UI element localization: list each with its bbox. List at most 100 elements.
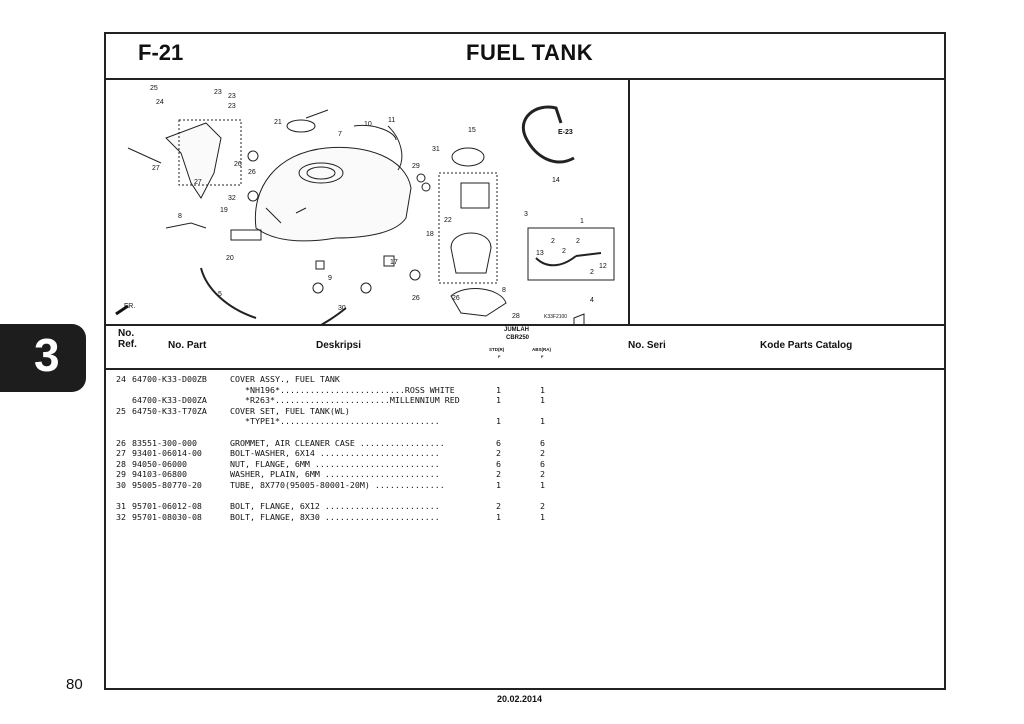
row-ref: 29: [116, 469, 126, 480]
print-date: 20.02.2014: [497, 694, 543, 704]
row-abs: 2: [540, 469, 545, 480]
row-ref: 24: [116, 374, 126, 384]
chapter-number: 3: [34, 329, 60, 381]
row-desc: BOLT-WASHER, 6X14 ......................…: [230, 448, 440, 459]
diagram-callout: 21: [274, 119, 282, 126]
row-ref: 28: [116, 458, 126, 469]
diagram-callout: 18: [426, 231, 434, 238]
row-desc: COVER SET, FUEL TANK(WL): [230, 405, 350, 416]
diagram-callout: 2: [590, 269, 594, 276]
diagram-callout: 15: [468, 127, 476, 134]
row-desc: COVER ASSY., FUEL TANK: [230, 374, 340, 384]
row-std: 1: [496, 384, 501, 395]
row-std: 1: [496, 416, 501, 427]
diagram-callout: 23: [214, 89, 222, 96]
row-std: 2: [496, 448, 501, 459]
diagram-callout: 8: [178, 213, 182, 220]
row-std: 1: [496, 480, 501, 490]
row-part: 64700-K33-D00ZB: [132, 374, 207, 384]
row-abs: 1: [540, 384, 545, 395]
diagram-callout: 12: [599, 263, 607, 270]
diagram-callout: 29: [412, 163, 420, 170]
row-ref: 26: [116, 437, 126, 448]
row-part: 64750-K33-T70ZA: [132, 405, 207, 416]
diagram-callout: 26: [412, 295, 420, 302]
row-desc: *NH196*.........................ROSS WHI…: [230, 384, 455, 395]
diagram-callout: 10: [364, 121, 372, 128]
catalog-frame: F-21 FUEL TANK: [104, 32, 946, 690]
diagram-callout: 2: [562, 248, 566, 255]
page-number: 80: [66, 676, 83, 693]
col-qty-abs: ABS(RA): [532, 347, 551, 352]
diagram-callout: 2: [576, 238, 580, 245]
diagram-callout: 31: [432, 146, 440, 153]
diagram-callout: 24: [156, 99, 164, 106]
col-qty-model: CBR250: [506, 335, 530, 341]
col-qty-abs-sub: F: [541, 354, 544, 359]
diagram-callout: 27: [152, 165, 160, 172]
row-abs: 6: [540, 458, 545, 469]
row-std: 1: [496, 395, 501, 406]
diagram-callout: 26: [234, 161, 242, 168]
row-desc: BOLT, FLANGE, 6X12 .....................…: [230, 501, 440, 512]
row-ref: 25: [116, 405, 126, 416]
page-header: F-21 FUEL TANK: [106, 34, 944, 80]
row-desc: *R263*.......................MILLENNIUM …: [230, 395, 460, 406]
row-std: 6: [496, 437, 501, 448]
col-qty-std: STD(R): [489, 347, 505, 352]
col-desc: Deskripsi: [316, 340, 362, 351]
row-abs: 2: [540, 448, 545, 459]
diagram-callout: 11: [388, 117, 395, 124]
diagram-callout: 22: [444, 217, 452, 224]
diagram-callout: 25: [150, 85, 158, 92]
row-desc: NUT, FLANGE, 6MM .......................…: [230, 458, 440, 469]
diagram-callout: 28: [512, 313, 520, 320]
row-abs: 1: [540, 511, 545, 522]
col-part: No. Part: [168, 340, 207, 351]
row-part: 93401-06014-00: [132, 448, 202, 459]
row-desc: WASHER, PLAIN, 6MM .....................…: [230, 469, 440, 480]
table-header: No. Ref. No. Part Deskripsi JUMLAH CBR25…: [106, 324, 944, 370]
diagram-callout: 17: [390, 259, 398, 266]
row-std: 1: [496, 511, 501, 522]
row-ref: 27: [116, 448, 126, 459]
diagram-callout: 13: [536, 250, 544, 257]
diagram-callout: 7: [338, 131, 342, 138]
row-ref: 32: [116, 511, 126, 522]
row-part: 83551-300-000: [132, 437, 197, 448]
figure-reference: K33F2100: [544, 314, 567, 320]
row-part: 64700-K33-D00ZA: [132, 395, 207, 406]
diagram-callout: 8: [502, 287, 506, 294]
col-serial: No. Seri: [628, 340, 666, 351]
diagram-callout: 19: [220, 207, 228, 214]
row-std: 2: [496, 501, 501, 512]
col-qty-std-sub: F: [498, 354, 501, 359]
front-arrow-label: FR.: [124, 303, 135, 310]
row-desc: GROMMET, AIR CLEANER CASE ..............…: [230, 437, 445, 448]
diagram-callout: 9: [328, 275, 332, 282]
row-abs: 1: [540, 395, 545, 406]
row-abs: 6: [540, 437, 545, 448]
row-desc: TUBE, 8X770(95005-80001-20M) ...........…: [230, 480, 445, 490]
diagram-callout: 32: [228, 195, 236, 202]
diagram-callout: 14: [552, 177, 560, 184]
diagram-callout: 26: [248, 169, 256, 176]
diagram-callout: 27: [194, 179, 202, 186]
row-desc: *TYPE1*................................: [230, 416, 440, 427]
diagram-callout: 26: [452, 295, 460, 302]
col-qty-title: JUMLAH: [504, 327, 529, 333]
row-desc: BOLT, FLANGE, 8X30 .....................…: [230, 511, 440, 522]
row-part: 95005-80770-20: [132, 480, 202, 490]
diagram-callout: E-23: [558, 129, 573, 136]
diagram-callout: 23: [228, 93, 236, 100]
page-title: FUEL TANK: [466, 40, 594, 65]
diagram-callout: 20: [226, 255, 234, 262]
row-std: 6: [496, 458, 501, 469]
row-std: 2: [496, 469, 501, 480]
diagram-callout: 4: [590, 297, 594, 304]
row-abs: 2: [540, 501, 545, 512]
notes-area: [630, 78, 944, 324]
row-ref: 30: [116, 480, 126, 490]
